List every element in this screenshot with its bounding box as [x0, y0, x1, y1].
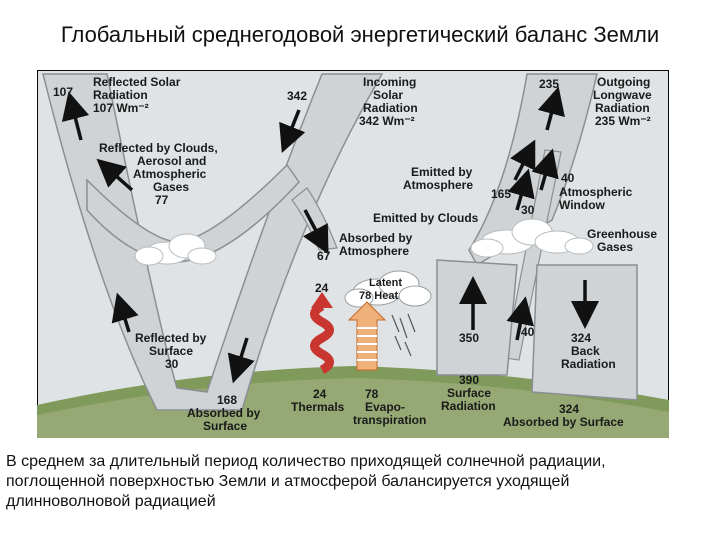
svg-text:Greenhouse: Greenhouse — [587, 227, 657, 241]
rain-icon — [391, 313, 416, 357]
label-back-radiation: 324 Back Radiation — [561, 331, 616, 371]
svg-text:Aerosol and: Aerosol and — [137, 154, 206, 168]
svg-text:Radiation: Radiation — [93, 88, 148, 102]
back-radiation-column — [531, 264, 638, 401]
svg-text:Reflected by: Reflected by — [135, 331, 207, 345]
label-reflected-clouds: Reflected by Clouds, Aerosol and Atmosph… — [99, 141, 218, 207]
label-greenhouse-gases: Greenhouse Gases — [587, 227, 657, 254]
svg-text:Window: Window — [559, 198, 606, 212]
svg-text:168: 168 — [217, 393, 237, 407]
value-window-up: 40 — [521, 325, 535, 339]
svg-text:Back: Back — [571, 344, 600, 358]
caption-line-3: длинноволновой радиацией — [6, 493, 216, 510]
svg-text:Latent: Latent — [369, 277, 402, 289]
svg-text:324: 324 — [559, 402, 579, 416]
energy-balance-diagram: Reflected Solar Radiation 107 Wm⁻² 107 3… — [37, 70, 669, 438]
svg-text:77: 77 — [155, 193, 169, 207]
svg-text:24: 24 — [313, 387, 327, 401]
svg-text:78: 78 — [365, 387, 379, 401]
page-title: Глобальный среднегодовой энергетический … — [60, 22, 660, 47]
svg-text:Thermals: Thermals — [291, 400, 345, 414]
caption-line-1: В среднем за длительный период количеств… — [6, 453, 606, 470]
label-evapotranspiration: 78 Evapo- transpiration — [353, 387, 426, 427]
label-reflected-surface: Reflected by Surface 30 — [135, 331, 207, 371]
svg-text:Atmospheric: Atmospheric — [133, 167, 207, 181]
label-surface-radiation: 390 Surface Radiation — [441, 373, 496, 413]
value-incoming: 342 — [287, 89, 307, 103]
label-thermals: 24 Thermals — [291, 387, 345, 414]
arrow-window-up — [531, 148, 559, 191]
svg-text:Radiation: Radiation — [595, 101, 650, 115]
svg-text:Reflected Solar: Reflected Solar — [93, 75, 181, 89]
svg-text:78 Heat: 78 Heat — [359, 290, 398, 302]
svg-text:342 Wm⁻²: 342 Wm⁻² — [359, 114, 415, 128]
label-atmospheric-window: Atmospheric Window — [559, 185, 633, 212]
label-incoming-solar: Incoming Solar Radiation 342 Wm⁻² — [359, 75, 418, 128]
latent-heat-stripes — [357, 327, 377, 361]
label-latent-heat: Latent 78 Heat — [359, 277, 402, 302]
svg-text:Surface: Surface — [149, 344, 193, 358]
svg-text:Absorbed by: Absorbed by — [339, 231, 413, 245]
svg-text:Evapo-: Evapo- — [365, 400, 405, 414]
svg-text:30: 30 — [165, 357, 179, 371]
svg-text:Outgoing: Outgoing — [597, 75, 650, 89]
value-reflected: 107 — [53, 85, 73, 99]
svg-text:Incoming: Incoming — [363, 75, 416, 89]
arrow-outgoing-up — [537, 86, 565, 131]
cloud-left-icon — [134, 233, 217, 266]
label-emitted-clouds: Emitted by Clouds — [373, 211, 479, 225]
value-absorbed-atmosphere: 67 — [317, 249, 331, 263]
arrow-absorbed-surface — [227, 337, 255, 384]
cloud-right-icon — [470, 218, 594, 258]
arrow-surface-reflect — [111, 292, 139, 333]
label-absorbed-surface-right: 324 Absorbed by Surface — [503, 402, 624, 429]
value-thermals-top: 24 — [315, 281, 329, 295]
arrow-reflected-up — [61, 91, 90, 141]
value-emitted-atmosphere: 165 — [491, 187, 511, 201]
label-reflected-solar: Reflected Solar Radiation 107 Wm⁻² — [93, 75, 181, 115]
svg-text:Gases: Gases — [153, 180, 189, 194]
svg-text:Solar: Solar — [373, 88, 403, 102]
value-outgoing: 235 — [539, 77, 559, 91]
arrow-cloud-reflect — [96, 158, 134, 192]
svg-text:Longwave: Longwave — [593, 88, 652, 102]
label-absorbed-surface: 168 Absorbed by Surface — [187, 393, 261, 433]
flow-arrows — [61, 86, 599, 384]
svg-text:Atmosphere: Atmosphere — [403, 178, 473, 192]
label-absorbed-atmosphere: Absorbed by Atmosphere — [339, 231, 413, 258]
arrow-incoming-down — [279, 109, 306, 153]
caption: В среднем за длительный период количеств… — [6, 452, 710, 512]
svg-text:Radiation: Radiation — [561, 357, 616, 371]
svg-text:Surface: Surface — [447, 386, 491, 400]
arrow-window-surface — [506, 296, 534, 341]
caption-line-2: поглощенной поверхностью Земли и атмосфе… — [6, 473, 570, 490]
svg-text:Reflected by Clouds,: Reflected by Clouds, — [99, 141, 218, 155]
svg-text:390: 390 — [459, 373, 479, 387]
thermals-wave-icon — [310, 302, 334, 374]
arrow-absorbed-atmos — [303, 209, 329, 255]
value-surface-up: 350 — [459, 331, 479, 345]
thermals-arrow-head — [311, 292, 333, 308]
svg-text:Radiation: Radiation — [363, 101, 418, 115]
svg-text:Atmosphere: Atmosphere — [339, 244, 409, 258]
value-atmospheric-window: 40 — [561, 171, 575, 185]
svg-text:Surface: Surface — [203, 419, 247, 433]
svg-text:235 Wm⁻²: 235 Wm⁻² — [595, 114, 651, 128]
svg-text:Radiation: Radiation — [441, 399, 496, 413]
svg-text:Absorbed by: Absorbed by — [187, 406, 261, 420]
svg-text:107 Wm⁻²: 107 Wm⁻² — [93, 101, 149, 115]
svg-text:Atmospheric: Atmospheric — [559, 185, 633, 199]
value-emitted-clouds: 30 — [521, 203, 535, 217]
svg-text:Emitted by: Emitted by — [411, 165, 473, 179]
svg-text:transpiration: transpiration — [353, 413, 426, 427]
svg-text:Gases: Gases — [597, 240, 633, 254]
svg-text:Absorbed by Surface: Absorbed by Surface — [503, 415, 624, 429]
latent-heat-cloud-icon — [344, 270, 432, 308]
surface-radiation-column — [436, 259, 518, 376]
label-outgoing-longwave: Outgoing Longwave Radiation 235 Wm⁻² — [593, 75, 652, 128]
arrow-emitted-clouds — [507, 168, 535, 211]
label-emitted-atmosphere: Emitted by Atmosphere — [403, 165, 473, 192]
svg-text:324: 324 — [571, 331, 591, 345]
